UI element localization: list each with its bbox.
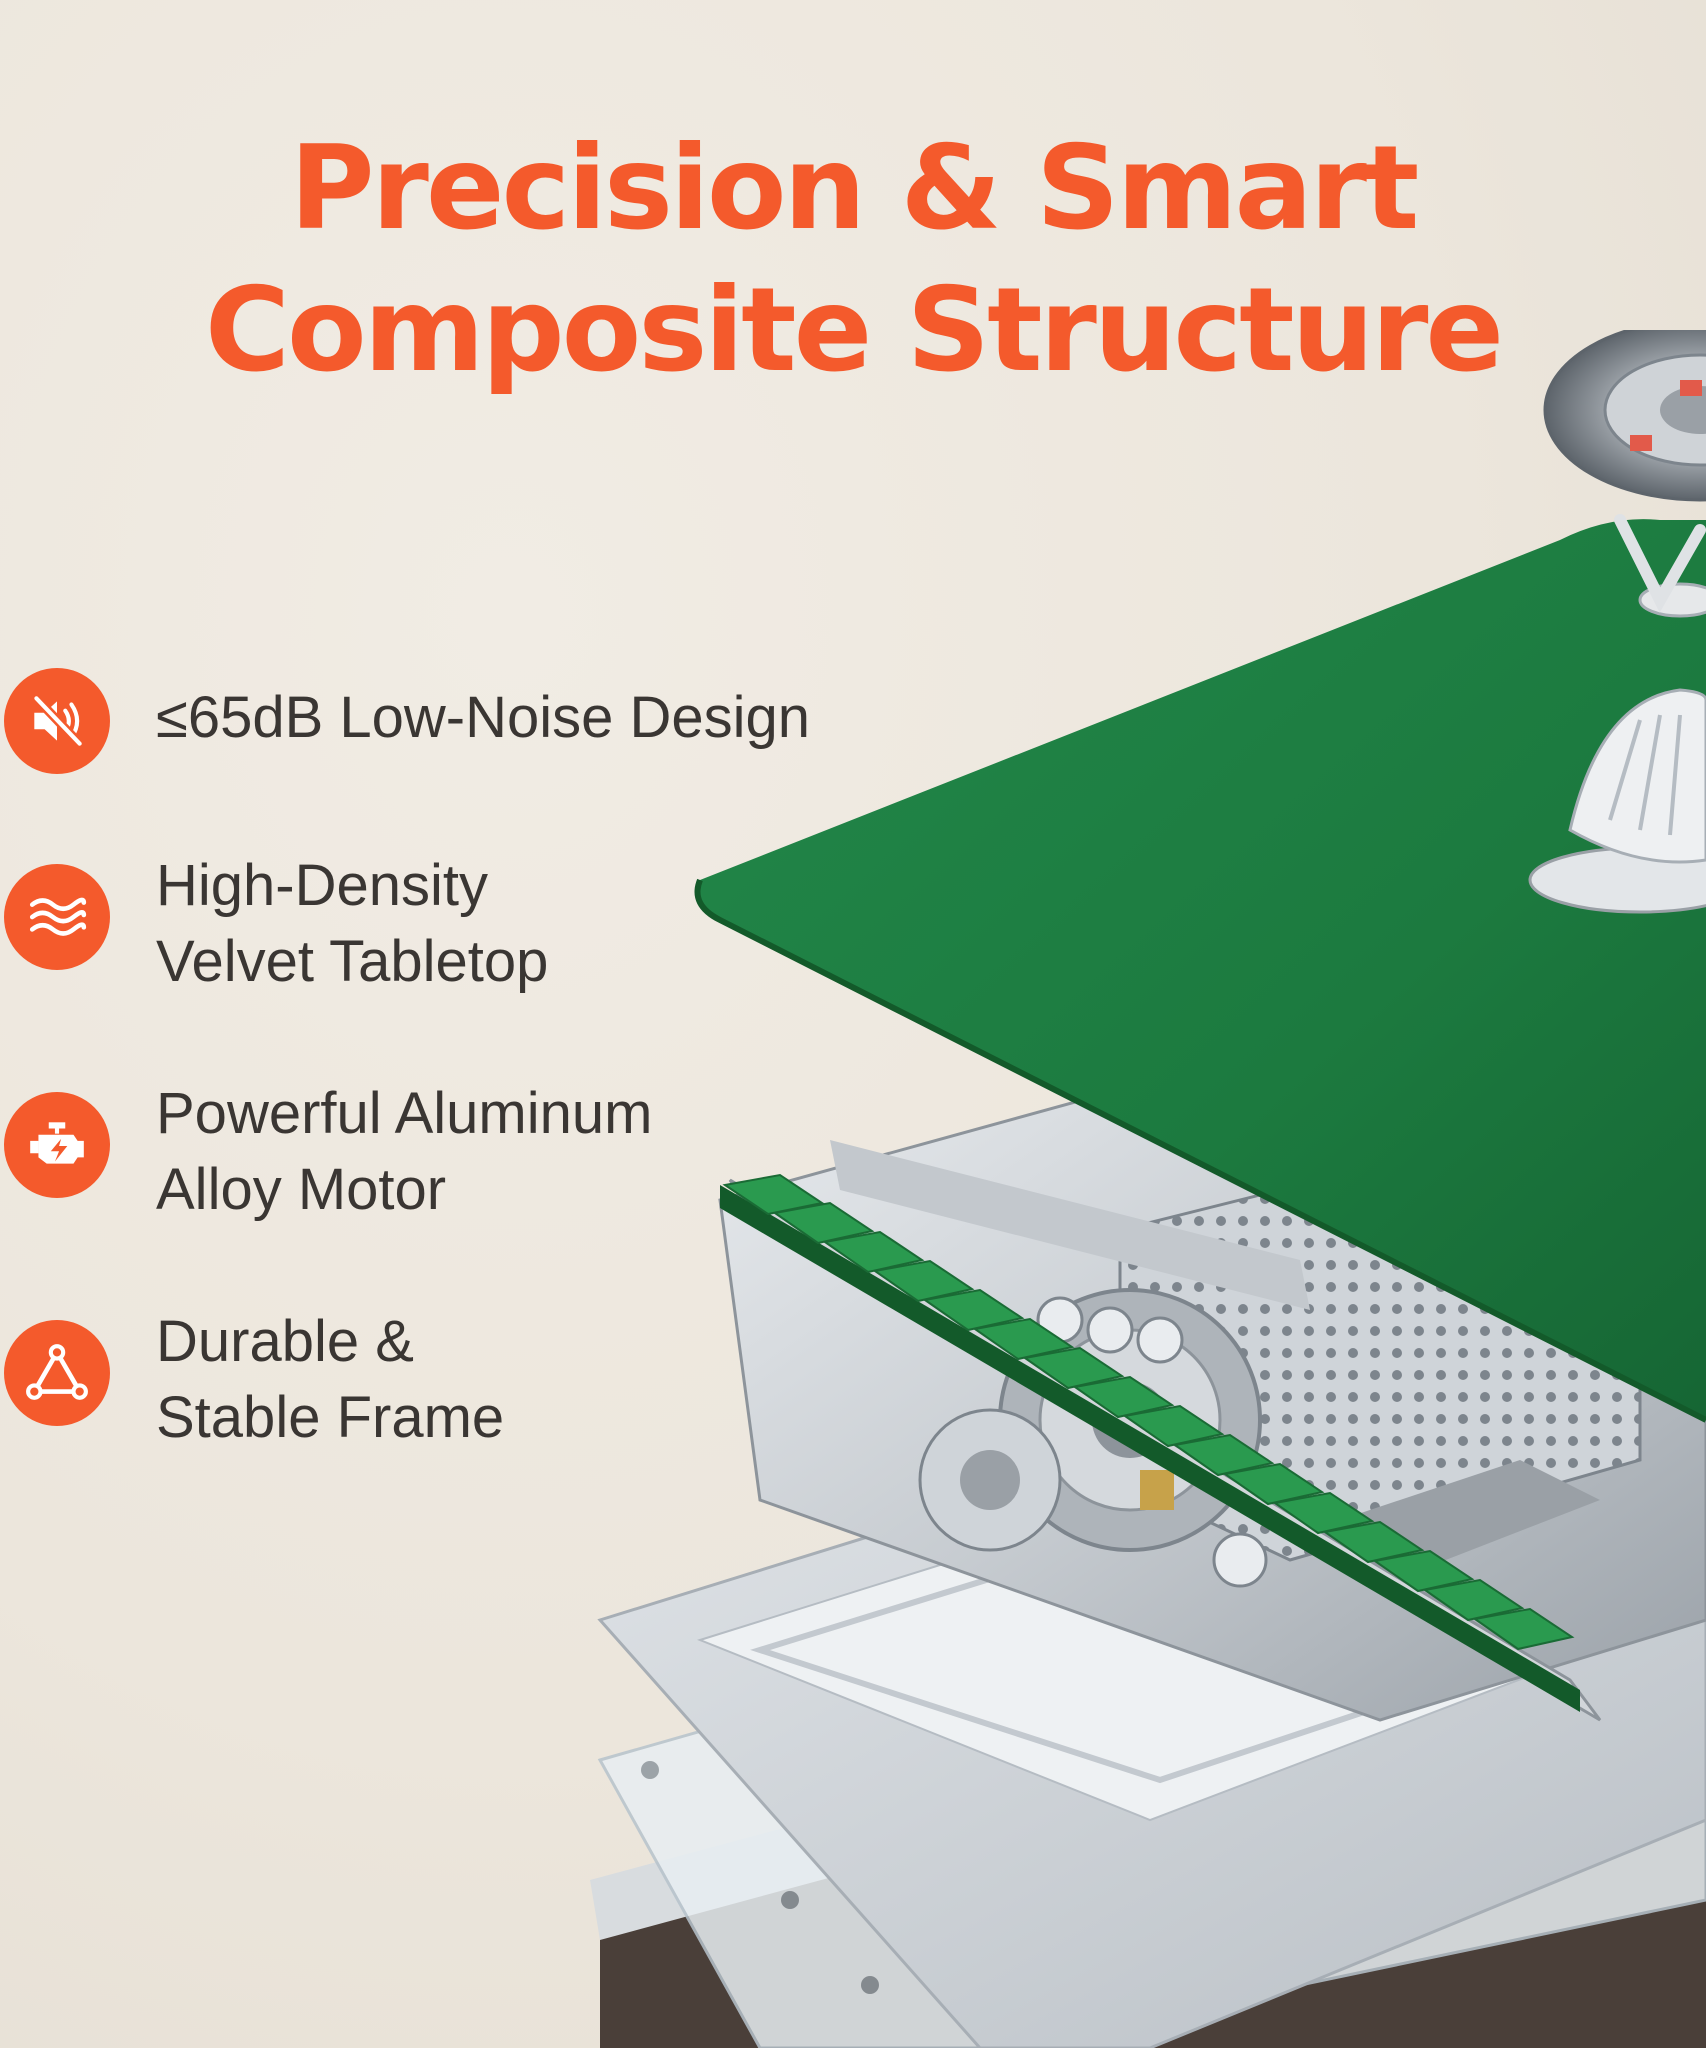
engine-motor-icon xyxy=(4,1092,110,1198)
feature-line-2: Velvet Tabletop xyxy=(156,929,549,994)
feature-line-2: Stable Frame xyxy=(156,1385,505,1450)
feature-label: High-Density Velvet Tabletop xyxy=(156,848,548,1000)
exploded-product-illustration xyxy=(560,330,1706,2048)
feature-line-1: Durable & xyxy=(156,1309,414,1374)
dice-cone-assembly xyxy=(1528,514,1706,914)
feature-line-1: High-Density xyxy=(156,853,488,918)
feature-line-2: Alloy Motor xyxy=(156,1157,447,1222)
waves-icon xyxy=(4,864,110,970)
feature-label: Powerful Aluminum Alloy Motor xyxy=(156,1076,652,1228)
tile-rail xyxy=(720,1173,1580,1712)
feature-line-1: Powerful Aluminum xyxy=(156,1081,653,1146)
feature-velvet-tabletop: High-Density Velvet Tabletop xyxy=(0,853,820,1024)
feature-line-1: ≤65dB Low-Noise Design xyxy=(156,685,811,750)
feature-aluminum-motor: Powerful Aluminum Alloy Motor xyxy=(0,1081,820,1252)
feature-low-noise: ≤65dB Low-Noise Design xyxy=(0,668,820,828)
feature-label: ≤65dB Low-Noise Design xyxy=(156,680,810,756)
title-line-2: Composite Structure xyxy=(204,263,1504,398)
triangle-frame-icon xyxy=(4,1320,110,1426)
feature-label: Durable & Stable Frame xyxy=(156,1304,504,1456)
mute-speaker-icon xyxy=(4,668,110,774)
feature-stable-frame: Durable & Stable Frame xyxy=(0,1309,820,1480)
title-line-1: Precision & Smart xyxy=(289,121,1420,256)
page-title: Precision & Smart Composite Structure xyxy=(0,118,1706,402)
felt-tabletop xyxy=(694,519,1706,1423)
dice-disc xyxy=(1543,330,1706,502)
